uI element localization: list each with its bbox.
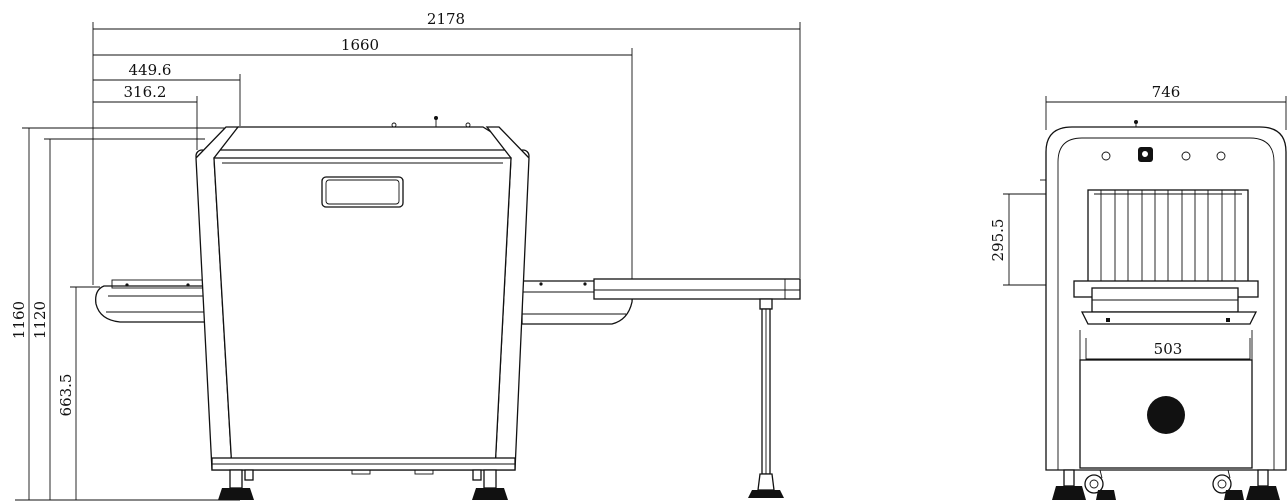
dimension-height-total: 1160 — [10, 127, 238, 500]
dim-295-5: 295.5 — [989, 219, 1007, 262]
machine-feet — [218, 469, 508, 500]
dimension-offset-a: 449.6 — [93, 61, 241, 126]
machine-body — [195, 116, 530, 475]
dim-316-2: 316.2 — [124, 83, 167, 101]
tunnel-curtains — [1087, 189, 1249, 289]
dimension-conveyor-height: 663.5 — [57, 286, 100, 500]
dim-2178: 2178 — [427, 10, 465, 28]
dimension-overall-length: 2178 — [92, 10, 801, 285]
dim-1660: 1660 — [341, 36, 379, 54]
dimension-height-body: 1120 — [31, 138, 205, 500]
emergency-stop-knob — [1147, 396, 1185, 434]
dim-746: 746 — [1152, 83, 1181, 101]
dimension-offset-b: 316.2 — [93, 83, 198, 150]
front-view: 746 295.5 — [989, 83, 1287, 500]
dim-1120: 1120 — [31, 301, 49, 339]
front-cabinet — [1079, 330, 1253, 469]
front-casters — [1052, 469, 1280, 500]
left-conveyor — [95, 279, 209, 323]
right-conveyor — [521, 278, 801, 498]
dim-449-6: 449.6 — [129, 61, 172, 79]
dim-1160: 1160 — [10, 301, 28, 339]
dimension-conveyor-length: 1660 — [93, 36, 633, 290]
side-view: 2178 1660 449.6 316.2 1160 1120 — [10, 10, 801, 501]
dimension-width: 746 — [1045, 83, 1287, 130]
dim-663-5: 663.5 — [57, 374, 75, 417]
dim-503: 503 — [1154, 340, 1183, 358]
front-conveyor: 503 — [1073, 280, 1259, 370]
